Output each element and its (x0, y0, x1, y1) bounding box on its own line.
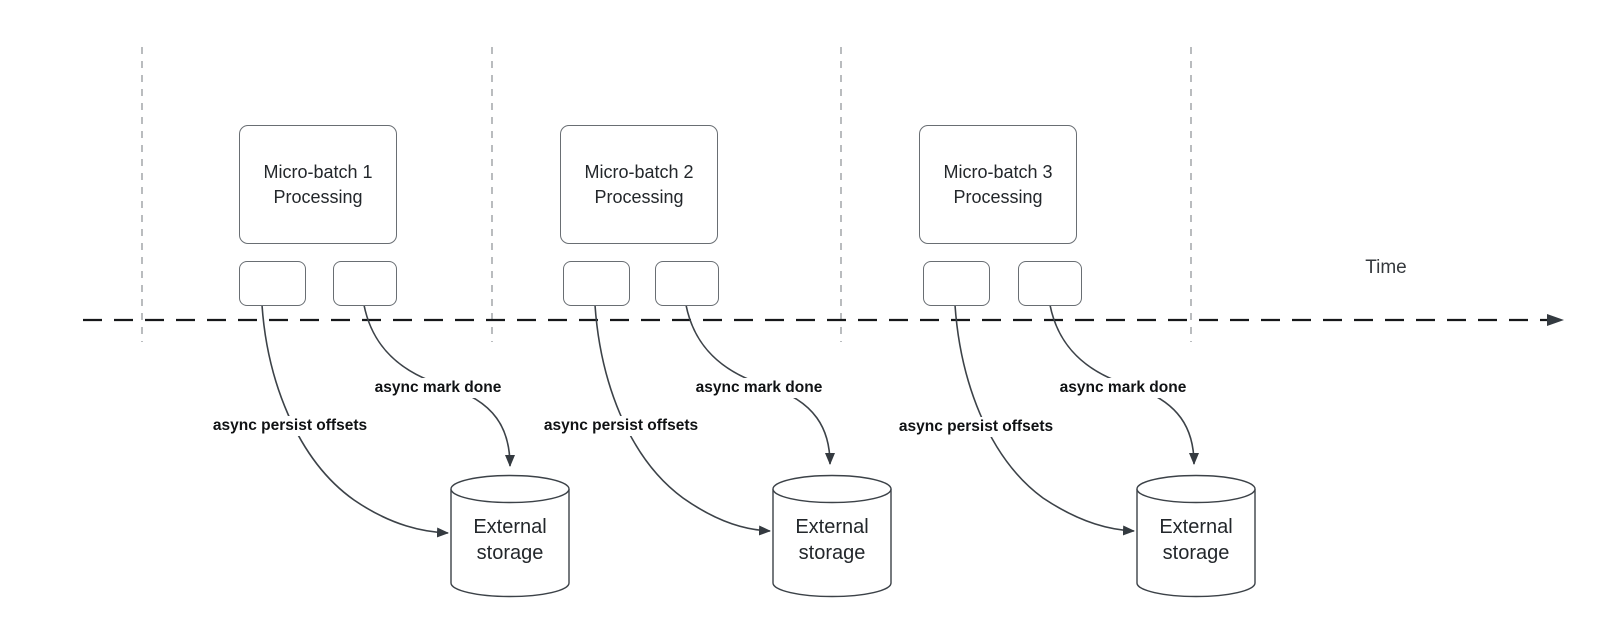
persist-offsets-task-box-3 (923, 261, 990, 306)
async-mark-done-label-1: async mark done (370, 378, 506, 398)
cylinder-body (1136, 489, 1256, 598)
external-storage-label-2: External storage (795, 516, 869, 564)
async-mark-done-label-3: async mark done (1055, 378, 1191, 398)
mark-done-task-box-1 (333, 261, 397, 306)
cylinder-top (1136, 474, 1256, 504)
external-storage-cylinders (450, 474, 1256, 598)
async-persist-offsets-label-2: async persist offsets (539, 416, 703, 436)
external-storage-label-3: External storage (1159, 516, 1233, 564)
mark-done-task-box-2 (655, 261, 719, 306)
storage-cylinder-1 (450, 474, 570, 598)
persist-offsets-arrow-1 (261, 304, 449, 538)
storage-cylinder-3 (1136, 474, 1256, 598)
persist-offsets-task-box-2 (563, 261, 630, 306)
persist-offsets-task-box-1 (239, 261, 306, 306)
cylinder-top (772, 474, 892, 504)
async-persist-offsets-label-1: async persist offsets (208, 416, 372, 436)
mark-done-task-box-3 (1018, 261, 1082, 306)
async-mark-done-label-2: async mark done (691, 378, 827, 398)
persist-offsets-arrow-3 (954, 304, 1135, 536)
cylinder-body (450, 489, 570, 598)
async-persist-offsets-label-3: async persist offsets (894, 417, 1058, 437)
microbatch-2-processing-box: Micro-batch 2 Processing (560, 125, 718, 244)
external-storage-label-1: External storage (473, 516, 547, 564)
persist-offsets-arrow-2 (594, 304, 771, 536)
cylinder-top (450, 474, 570, 504)
cylinder-body (772, 489, 892, 598)
storage-cylinder-2 (772, 474, 892, 598)
time-axis-label: Time (1365, 257, 1407, 278)
microbatch-1-processing-box: Micro-batch 1 Processing (239, 125, 397, 244)
microbatch-3-processing-box: Micro-batch 3 Processing (919, 125, 1077, 244)
